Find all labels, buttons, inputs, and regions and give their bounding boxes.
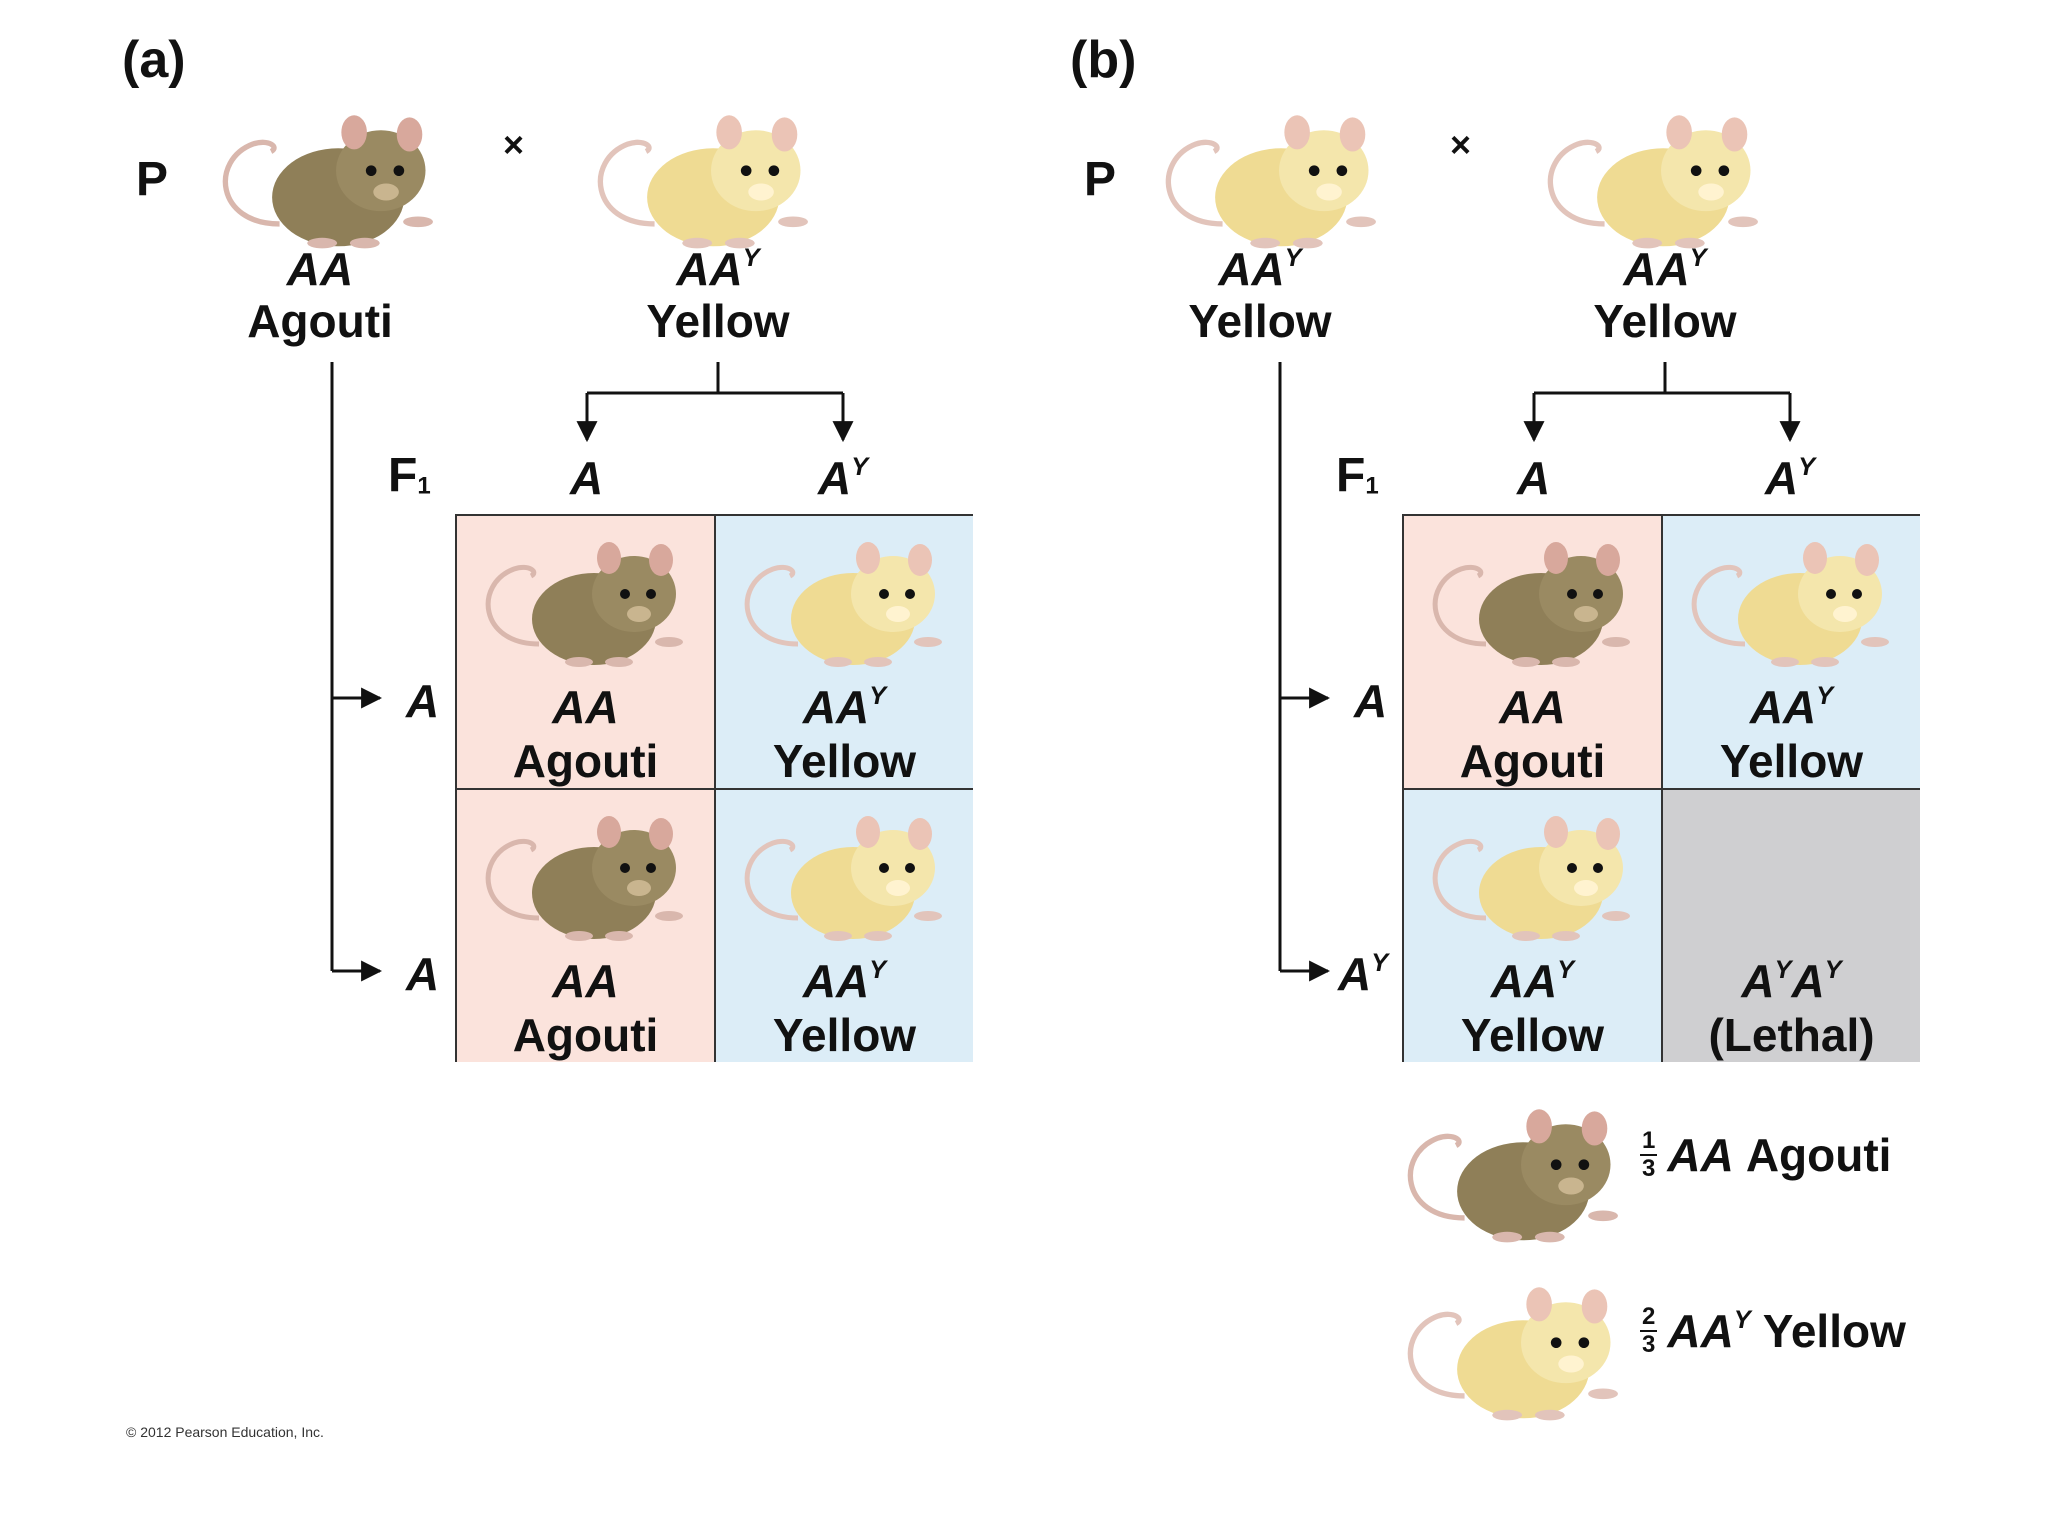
panel-a-gamete-top-2: AY [818, 452, 869, 504]
cell-phenotype: Agouti [512, 735, 659, 787]
result-genotype: AA [1667, 1129, 1734, 1181]
agouti-mouse-icon [469, 524, 699, 674]
yellow-mouse-icon [728, 524, 958, 674]
panel-a-gamete-top-1: A [570, 452, 604, 504]
yellow-mouse-icon [1416, 798, 1646, 948]
punnett-cell: AAY Yellow [716, 790, 973, 1062]
cell-genotype: AAY [802, 955, 887, 1007]
panel-b-gamete-top-2: AY [1765, 452, 1816, 504]
yellow-mouse-icon [1675, 524, 1905, 674]
cell-phenotype: Agouti [1459, 735, 1606, 787]
panel-b-gamete-side-2: AY [1338, 948, 1389, 1000]
panel-a-cross-symbol: × [503, 124, 525, 165]
panel-a-parent1-phenotype: Agouti [247, 295, 393, 347]
panel-a-f1-label: F1 [388, 449, 431, 502]
cell-genotype: AA [552, 955, 619, 1007]
yellow-mouse-icon [1530, 96, 1775, 256]
cell-genotype: AYAY [1741, 955, 1842, 1007]
punnett-cell: AAY Yellow [1663, 516, 1920, 788]
punnett-cell: AA Agouti [457, 516, 714, 788]
panel-b-cross-symbol: × [1450, 124, 1472, 165]
panel-b-gamete-side-1: A [1354, 675, 1388, 727]
panel-b-parent2-phenotype: Yellow [1593, 295, 1737, 347]
panel-b-label: (b) [1070, 31, 1137, 89]
cell-phenotype: Yellow [1460, 1009, 1605, 1061]
cell-phenotype: Yellow [772, 735, 917, 787]
cell-genotype: AA [552, 681, 619, 733]
panel-b-p-label: P [1084, 153, 1117, 206]
yellow-mouse-icon [728, 798, 958, 948]
agouti-mouse-icon [469, 798, 699, 948]
yellow-mouse-icon [1390, 1268, 1635, 1428]
cell-genotype: AA [1499, 681, 1566, 733]
cell-phenotype: Agouti [512, 1009, 659, 1061]
punnett-cell-lethal: AYAY (Lethal) [1663, 790, 1920, 1062]
cell-genotype: AAY [802, 681, 887, 733]
cell-phenotype: (Lethal) [1708, 1009, 1875, 1061]
panel-b-f1-label: F1 [1336, 449, 1379, 502]
panel-b-parent2-genotype: AAY [1623, 243, 1707, 295]
result-phenotype: Yellow [1762, 1305, 1906, 1357]
punnett-cell: AA Agouti [457, 790, 714, 1062]
punnett-cell: AAY Yellow [716, 516, 973, 788]
panel-b-punnett-square: AA Agouti AAY Yellow AAY Yellow AYAY (Le… [1402, 514, 1920, 1062]
panel-a-punnett-square: AA Agouti AAY Yellow AA Agouti AAY Yello… [455, 514, 973, 1062]
panel-b-parent1-genotype: AAY [1218, 243, 1302, 295]
punnett-cell: AA Agouti [1404, 516, 1661, 788]
agouti-mouse-icon [1390, 1090, 1635, 1250]
result-phenotype: Agouti [1745, 1129, 1892, 1181]
panel-a-parent2-genotype: AAY [676, 243, 760, 295]
agouti-mouse-icon [1416, 524, 1646, 674]
panel-a-p-label: P [136, 153, 169, 206]
panel-b-gamete-top-1: A [1517, 452, 1551, 504]
result-genotype: AAY [1667, 1305, 1751, 1357]
agouti-mouse-icon [205, 96, 450, 256]
yellow-mouse-icon [580, 96, 825, 256]
yellow-mouse-icon [1148, 96, 1393, 256]
cell-genotype: AAY [1490, 955, 1575, 1007]
panel-a-gamete-side-1: A [406, 675, 440, 727]
cell-phenotype: Yellow [772, 1009, 917, 1061]
copyright-credit: © 2012 Pearson Education, Inc. [126, 1424, 324, 1440]
panel-a-parent2-phenotype: Yellow [646, 295, 790, 347]
panel-a-parent1-genotype: AA [286, 243, 354, 295]
panel-b-parent1-phenotype: Yellow [1188, 295, 1332, 347]
punnett-cell: AAY Yellow [1404, 790, 1661, 1062]
cell-genotype: AAY [1749, 681, 1834, 733]
panel-a-label: (a) [122, 31, 186, 89]
cell-phenotype: Yellow [1719, 735, 1864, 787]
panel-a-gamete-side-2: A [406, 948, 440, 1000]
